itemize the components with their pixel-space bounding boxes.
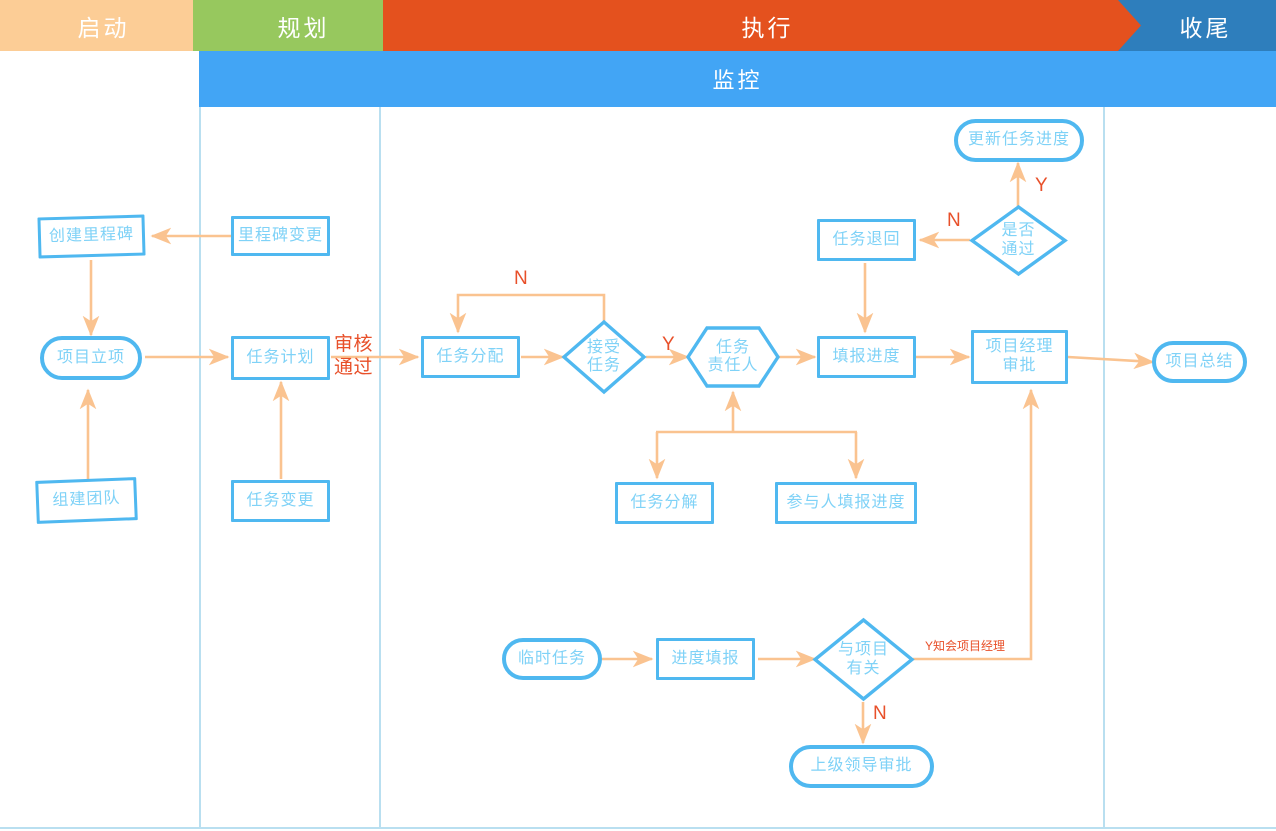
phase-chevrons <box>0 0 1276 51</box>
node-participant-report[interactable]: 参与人填报进度 <box>775 482 917 524</box>
node-task-assign[interactable]: 任务分配 <box>421 336 520 378</box>
edge-label-related-no: N <box>873 703 888 724</box>
lane-divider-1 <box>199 107 201 828</box>
node-project-initiation[interactable]: 项目立项 <box>40 336 142 380</box>
node-task-change[interactable]: 任务变更 <box>231 480 330 522</box>
phase-execute-label: 执行 <box>741 14 794 41</box>
node-build-team[interactable]: 组建团队 <box>35 477 138 524</box>
node-build-team-label: 组建团队 <box>52 489 121 510</box>
node-task-assign-label: 任务分配 <box>436 347 505 365</box>
node-task-plan[interactable]: 任务计划 <box>231 336 330 380</box>
accept-task-diamond-shape <box>561 319 647 395</box>
node-leader-approval[interactable]: 上级领导审批 <box>789 745 934 788</box>
node-update-task-progress-label: 更新任务进度 <box>967 131 1070 149</box>
phase-initiate-label: 启动 <box>77 14 130 41</box>
node-create-milestone[interactable]: 创建里程碑 <box>37 214 146 259</box>
node-is-passed[interactable]: 是否 通过 <box>969 204 1068 277</box>
node-related-to-project[interactable]: 与项目 有关 <box>812 617 915 702</box>
phase-initiate[interactable]: 启动 <box>0 0 207 51</box>
node-task-return-label: 任务退回 <box>832 230 901 248</box>
node-related-to-project-label: 与项目 有关 <box>837 641 889 677</box>
node-task-breakdown-label: 任务分解 <box>630 493 699 511</box>
phase-plan-label: 规划 <box>277 14 330 41</box>
node-participant-report-label: 参与人填报进度 <box>786 493 906 511</box>
phase-execute[interactable]: 执行 <box>400 0 1135 51</box>
node-progress-report-label: 进度填报 <box>671 649 740 667</box>
is-passed-diamond-shape <box>969 204 1068 277</box>
node-project-summary[interactable]: 项目总结 <box>1152 341 1247 383</box>
node-task-return[interactable]: 任务退回 <box>817 219 916 261</box>
node-fill-progress-label: 填报进度 <box>832 347 901 365</box>
node-task-owner[interactable]: 任务 责任人 <box>686 326 780 388</box>
node-temp-task-label: 临时任务 <box>517 649 586 667</box>
edge-related-yes-to-pm-approval <box>913 388 1040 661</box>
node-accept-task[interactable]: 接受 任务 <box>561 319 647 395</box>
edge-label-accept-no: N <box>514 268 529 289</box>
node-pm-approval-label: 项目经理 审批 <box>985 338 1054 374</box>
lane-divider-3 <box>1103 107 1105 828</box>
node-task-plan-label: 任务计划 <box>246 348 315 366</box>
node-milestone-change[interactable]: 里程碑变更 <box>231 216 330 256</box>
node-task-breakdown[interactable]: 任务分解 <box>615 482 714 524</box>
node-update-task-progress[interactable]: 更新任务进度 <box>954 119 1084 162</box>
node-progress-report[interactable]: 进度填报 <box>656 638 755 680</box>
node-create-milestone-label: 创建里程碑 <box>48 225 135 246</box>
node-milestone-change-label: 里程碑变更 <box>237 226 323 244</box>
node-accept-task-label: 接受 任务 <box>586 338 621 374</box>
phase-close-label: 收尾 <box>1179 14 1232 41</box>
edge-label-related-yes: Y知会项目经理 <box>925 639 1006 653</box>
edge-label-accept-yes: Y <box>662 334 676 355</box>
node-task-change-label: 任务变更 <box>246 491 315 509</box>
related-to-project-diamond-shape <box>812 617 915 702</box>
edge-pm-approval-to-summary <box>1067 352 1155 370</box>
monitor-band[interactable]: 监控 <box>199 51 1276 107</box>
phase-header-band: 启动 规划 执行 收尾 <box>0 0 1276 51</box>
phase-plan[interactable]: 规划 <box>207 0 400 51</box>
edge-accept-no-loop <box>449 293 606 334</box>
node-project-summary-label: 项目总结 <box>1165 352 1234 370</box>
node-task-owner-label: 任务 责任人 <box>707 338 759 374</box>
node-project-initiation-label: 项目立项 <box>56 348 125 366</box>
node-is-passed-label: 是否 通过 <box>1001 222 1036 258</box>
node-fill-progress[interactable]: 填报进度 <box>817 336 916 378</box>
node-leader-approval-label: 上级领导审批 <box>810 757 913 775</box>
node-temp-task[interactable]: 临时任务 <box>502 638 602 680</box>
node-pm-approval[interactable]: 项目经理 审批 <box>971 330 1068 384</box>
edge-label-passed-no: N <box>947 210 962 231</box>
edge-label-review-pass: 审核 通过 <box>334 334 374 378</box>
lane-divider-2 <box>379 107 381 828</box>
edge-label-passed-yes: Y <box>1035 175 1049 196</box>
phase-close[interactable]: 收尾 <box>1135 0 1276 51</box>
monitor-label: 监控 <box>712 68 763 93</box>
lane-bottom-border <box>0 827 1276 829</box>
